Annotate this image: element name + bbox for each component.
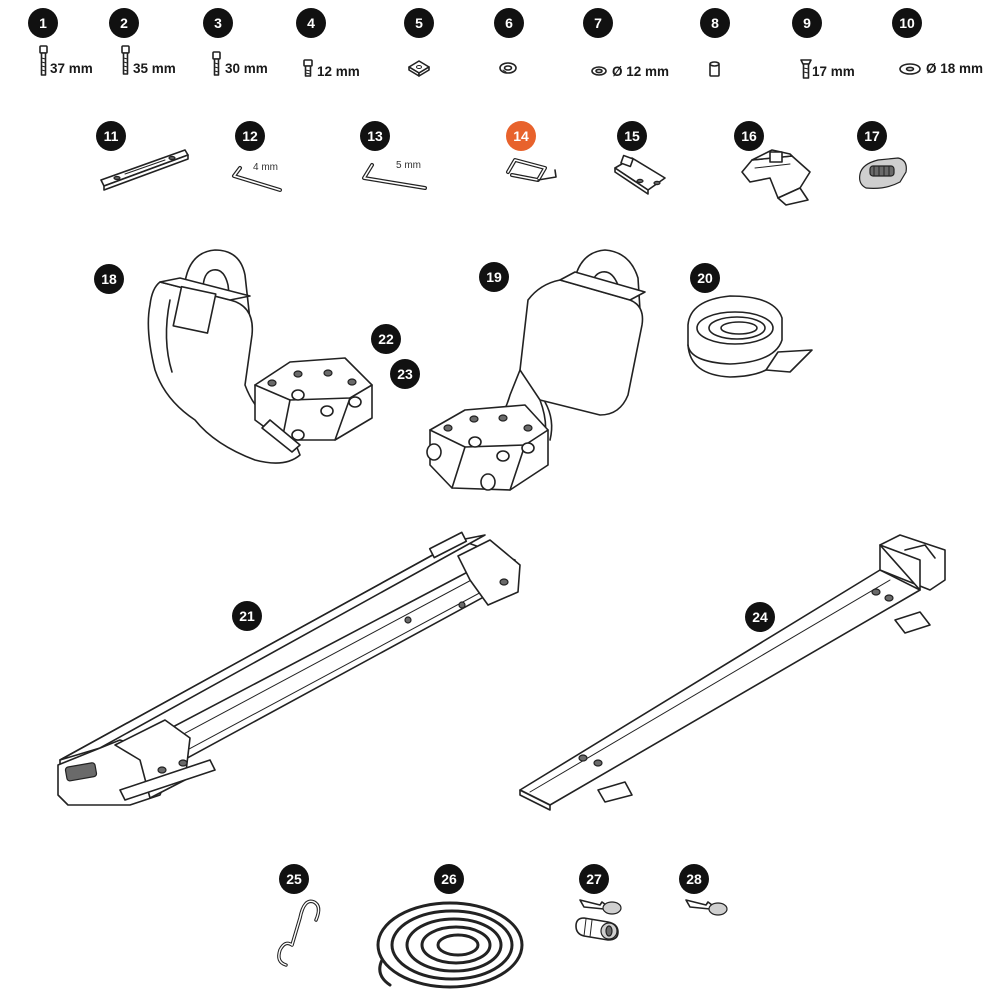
spacer-icon xyxy=(709,61,720,77)
main-rail-icon xyxy=(57,531,521,806)
part-number-badge: 2 xyxy=(109,8,139,38)
part-number-badge: 16 xyxy=(734,121,764,151)
screw-icon xyxy=(800,59,812,79)
part-number-badge: 5 xyxy=(404,8,434,38)
part-number-badge: 15 xyxy=(617,121,647,151)
part-size-label: Ø 12 mm xyxy=(612,64,670,79)
part-size-label: 17 mm xyxy=(812,64,855,79)
rail-plate-icon xyxy=(100,149,189,191)
part-size-label: 37 mm xyxy=(50,61,93,76)
lock-cylinder-icon xyxy=(575,917,619,941)
part-number-badge: 10 xyxy=(892,8,922,38)
part-number-badge: 6 xyxy=(494,8,524,38)
part-number-badge: 7 xyxy=(583,8,613,38)
part-number-badge: 9 xyxy=(792,8,822,38)
part-number-badge: 18 xyxy=(94,264,124,294)
part-number-badge: 4 xyxy=(296,8,326,38)
part-number-badge: 25 xyxy=(279,864,309,894)
u-clip-icon xyxy=(506,158,557,182)
bolt-icon xyxy=(121,45,130,75)
part-number-badge: 1 xyxy=(28,8,58,38)
part-size-label: 4 mm xyxy=(253,162,278,173)
washer-icon xyxy=(591,66,607,76)
part-number-badge: 28 xyxy=(679,864,709,894)
part-number-badge: 27 xyxy=(579,864,609,894)
part-number-badge: 12 xyxy=(235,121,265,151)
part-number-badge: 20 xyxy=(690,263,720,293)
part-number-badge: 24 xyxy=(745,602,775,632)
coiled-rope-icon xyxy=(376,901,524,989)
lower-rail-icon xyxy=(519,534,946,811)
hex-key-icon xyxy=(362,163,427,190)
s-hook-icon xyxy=(277,899,321,967)
strap-roll-icon xyxy=(687,295,813,378)
cradle-base-icon xyxy=(426,404,549,491)
part-number-badge-highlighted: 14 xyxy=(506,121,536,151)
part-number-badge: 3 xyxy=(203,8,233,38)
key-icon xyxy=(685,899,728,916)
bolt-icon xyxy=(39,45,48,76)
part-number-badge: 26 xyxy=(434,864,464,894)
part-size-label: 5 mm xyxy=(396,160,421,171)
part-number-badge: 13 xyxy=(360,121,390,151)
part-size-label: 12 mm xyxy=(317,64,360,79)
bolt-icon xyxy=(303,59,313,77)
spring-washer-icon xyxy=(499,62,517,74)
part-number-badge: 22 xyxy=(371,324,401,354)
part-size-label: 35 mm xyxy=(133,61,176,76)
bolt-icon xyxy=(212,51,221,76)
cradle-base-icon xyxy=(254,357,373,453)
washer-icon xyxy=(899,63,921,75)
end-cap-icon xyxy=(859,157,907,189)
part-number-badge: 23 xyxy=(390,359,420,389)
key-icon xyxy=(579,899,622,915)
square-nut-icon xyxy=(408,60,430,77)
hex-key-icon xyxy=(232,166,282,192)
bracket-icon xyxy=(614,154,666,195)
part-number-badge: 21 xyxy=(232,601,262,631)
part-size-label: Ø 18 mm xyxy=(926,61,984,76)
part-size-label: 30 mm xyxy=(225,61,268,76)
part-number-badge: 17 xyxy=(857,121,887,151)
part-number-badge: 19 xyxy=(479,262,509,292)
clamp-icon xyxy=(741,149,811,206)
part-number-badge: 8 xyxy=(700,8,730,38)
part-number-badge: 11 xyxy=(96,121,126,151)
